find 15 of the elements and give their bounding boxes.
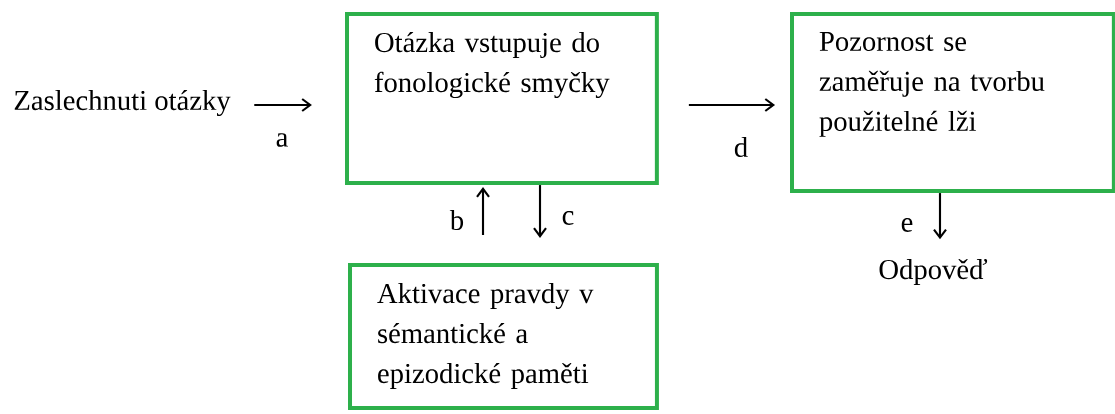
arrow bbox=[688, 98, 776, 112]
process-box: Otázka vstupuje do fonologické smyčky bbox=[345, 12, 659, 186]
process-box: Pozornost se zaměřuje na tvorbu použitelné lži bbox=[790, 12, 1115, 194]
arrow bbox=[533, 185, 547, 238]
edge-label: a bbox=[274, 131, 290, 149]
arrow bbox=[476, 187, 490, 235]
edge-label: e bbox=[899, 216, 915, 234]
arrow bbox=[933, 193, 947, 240]
node-text: Odpověď bbox=[879, 258, 988, 285]
arrow bbox=[254, 98, 312, 112]
process-box: Aktivace pravdy v sémantické a epizodické paměti bbox=[348, 263, 659, 410]
edge-label: b bbox=[448, 208, 466, 232]
edge-label: d bbox=[732, 135, 750, 159]
edge-label: c bbox=[560, 209, 576, 227]
node-text: Zaslechnuti otázky bbox=[14, 89, 231, 117]
